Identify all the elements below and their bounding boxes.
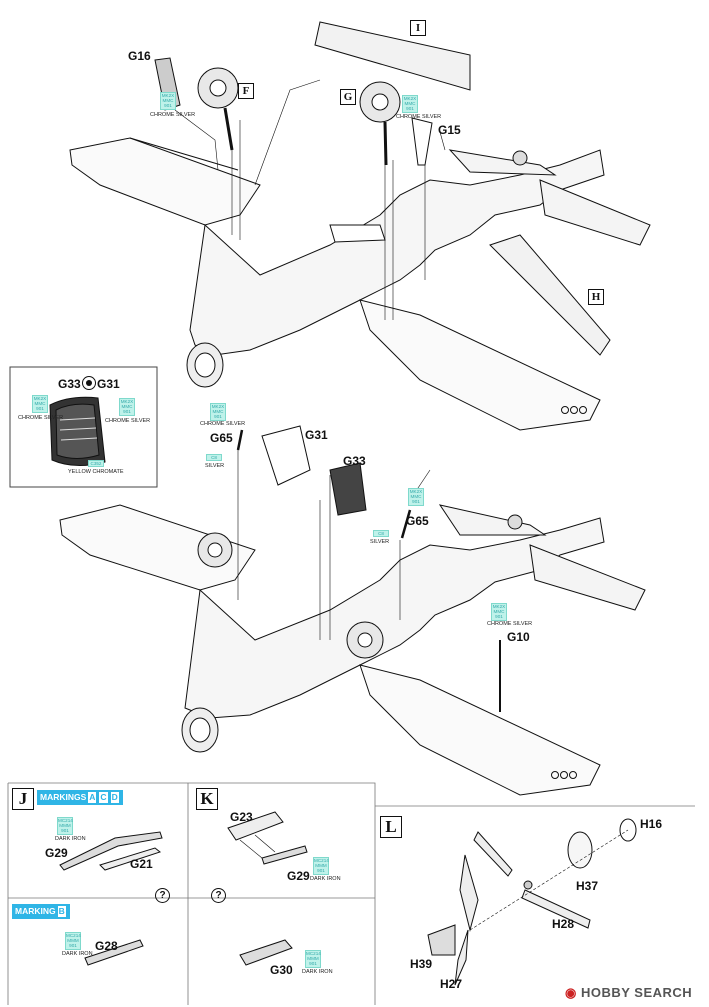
part-label-g28: G28 — [95, 939, 118, 953]
question-icon: ? — [211, 888, 226, 903]
paint-name: SILVER — [205, 463, 225, 469]
paint-chip-silver: C8 — [373, 530, 389, 538]
paint-chip-silver: C8 — [206, 454, 222, 462]
step-box-l: L — [380, 816, 402, 838]
part-label-h27: H27 — [440, 977, 463, 991]
paint-name: CHROME SILVER — [18, 415, 64, 421]
paint-name: DARK IRON — [310, 876, 341, 882]
part-label-g21: G21 — [130, 857, 153, 871]
watermark-icon: ◉ — [565, 985, 577, 1000]
part-label-h37: H37 — [576, 879, 599, 893]
step-box-i: I — [410, 20, 426, 36]
paint-name: DARK IRON — [62, 951, 93, 957]
paint-name: YELLOW CHROMATE — [68, 469, 124, 475]
step-box-g: G — [340, 89, 356, 105]
attach-icon — [82, 376, 96, 390]
part-label-g33: G33 — [58, 377, 81, 391]
paint-name: CHROME SILVER — [200, 421, 246, 427]
step-box-j: J — [12, 788, 34, 810]
part-label-g16: G16 — [128, 49, 151, 63]
part-label-g30: G30 — [270, 963, 293, 977]
part-label-g23: G23 — [230, 810, 253, 824]
part-label-h39: H39 — [410, 957, 433, 971]
paint-chip-yellow: C352 — [88, 460, 104, 468]
paint-name: CHROME SILVER — [396, 114, 442, 120]
aircraft-lower-drawing — [59, 425, 646, 796]
part-label-h16: H16 — [640, 817, 663, 831]
step-box-f: F — [238, 83, 254, 99]
part-label-g10: G10 — [507, 630, 530, 644]
question-icon: ? — [155, 888, 170, 903]
part-label-g29-k: G29 — [287, 869, 310, 883]
part-label-g65-lower: G65 — [406, 514, 429, 528]
part-label-g31-lower: G31 — [305, 428, 328, 442]
part-label-g15: G15 — [438, 123, 461, 137]
step-box-h: H — [588, 289, 604, 305]
watermark-logo: ◉ HOBBY SEARCH — [565, 985, 693, 1000]
paint-name: DARK IRON — [55, 836, 86, 842]
part-label-h28: H28 — [552, 917, 575, 931]
step-box-k: K — [196, 788, 218, 810]
paint-name: DARK IRON — [302, 969, 333, 975]
paint-name: SILVER — [370, 539, 390, 545]
part-label-g65: G65 — [210, 431, 233, 445]
part-label-g31: G31 — [97, 377, 120, 391]
aircraft-upper-drawing — [69, 21, 651, 431]
part-label-g33-lower: G33 — [343, 454, 366, 468]
paint-name: CHROME SILVER — [105, 418, 151, 424]
paint-name: CHROME SILVER — [150, 112, 196, 118]
paint-name: CHROME SILVER — [487, 621, 533, 627]
part-label-g29-j: G29 — [45, 846, 68, 860]
